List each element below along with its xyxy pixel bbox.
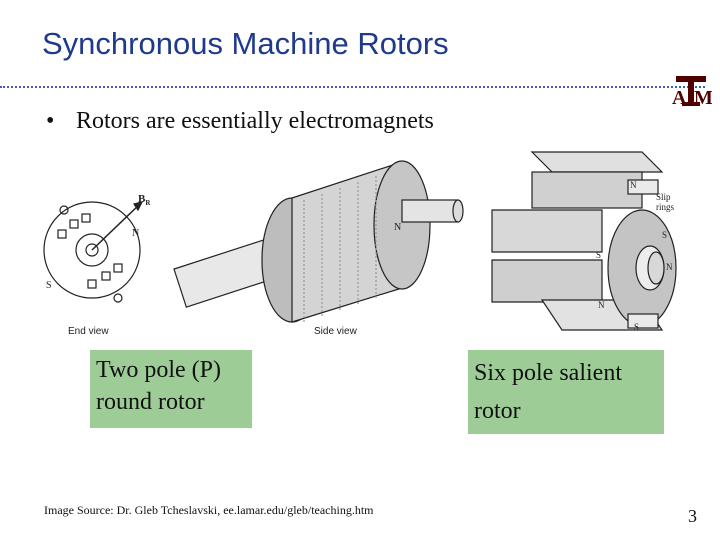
slip-rings-label-line2: rings xyxy=(656,202,674,212)
slip-rings-label-line1: Slip xyxy=(656,192,671,202)
end-view-caption: End view xyxy=(68,326,109,337)
page-number: 3 xyxy=(688,506,697,526)
svg-text:A: A xyxy=(672,87,687,109)
bullet-text: Rotors are essentially electromagnets xyxy=(76,108,434,134)
side-view-diagram xyxy=(173,160,464,323)
salient-n-label-1: N xyxy=(630,180,637,190)
bullet-point: • Rotors are essentially electromagnets xyxy=(46,108,434,135)
image-source-note: Image Source: Dr. Gleb Tcheslavski, ee.l… xyxy=(44,503,374,517)
salient-s-label-1: S xyxy=(662,230,667,240)
salient-s-label-2: S xyxy=(596,250,601,260)
title-divider xyxy=(0,86,705,88)
end-view-s-label: S xyxy=(46,280,52,291)
slide-title: Synchronous Machine Rotors xyxy=(42,26,449,61)
salient-s-label-3: S xyxy=(634,322,639,332)
svg-text:M: M xyxy=(694,87,712,109)
side-view-caption: Side view xyxy=(314,326,358,337)
six-pole-label-box: Six pole salient rotor xyxy=(468,350,664,434)
two-pole-label-box: Two pole (P) round rotor xyxy=(90,350,252,428)
salient-rotor-diagram xyxy=(491,151,677,331)
bullet-glyph: • xyxy=(46,108,55,134)
salient-n-label-2: N xyxy=(666,262,673,272)
salient-n-label-3: N xyxy=(598,300,605,310)
side-view-n-label: N xyxy=(394,222,401,233)
end-view-diagram xyxy=(43,201,144,303)
rotor-illustration: BR N S End view N Side view N S N S N S … xyxy=(43,151,677,337)
br-label: BR xyxy=(138,193,151,207)
university-logo: A M xyxy=(672,76,712,109)
end-view-n-label: N xyxy=(132,228,139,239)
